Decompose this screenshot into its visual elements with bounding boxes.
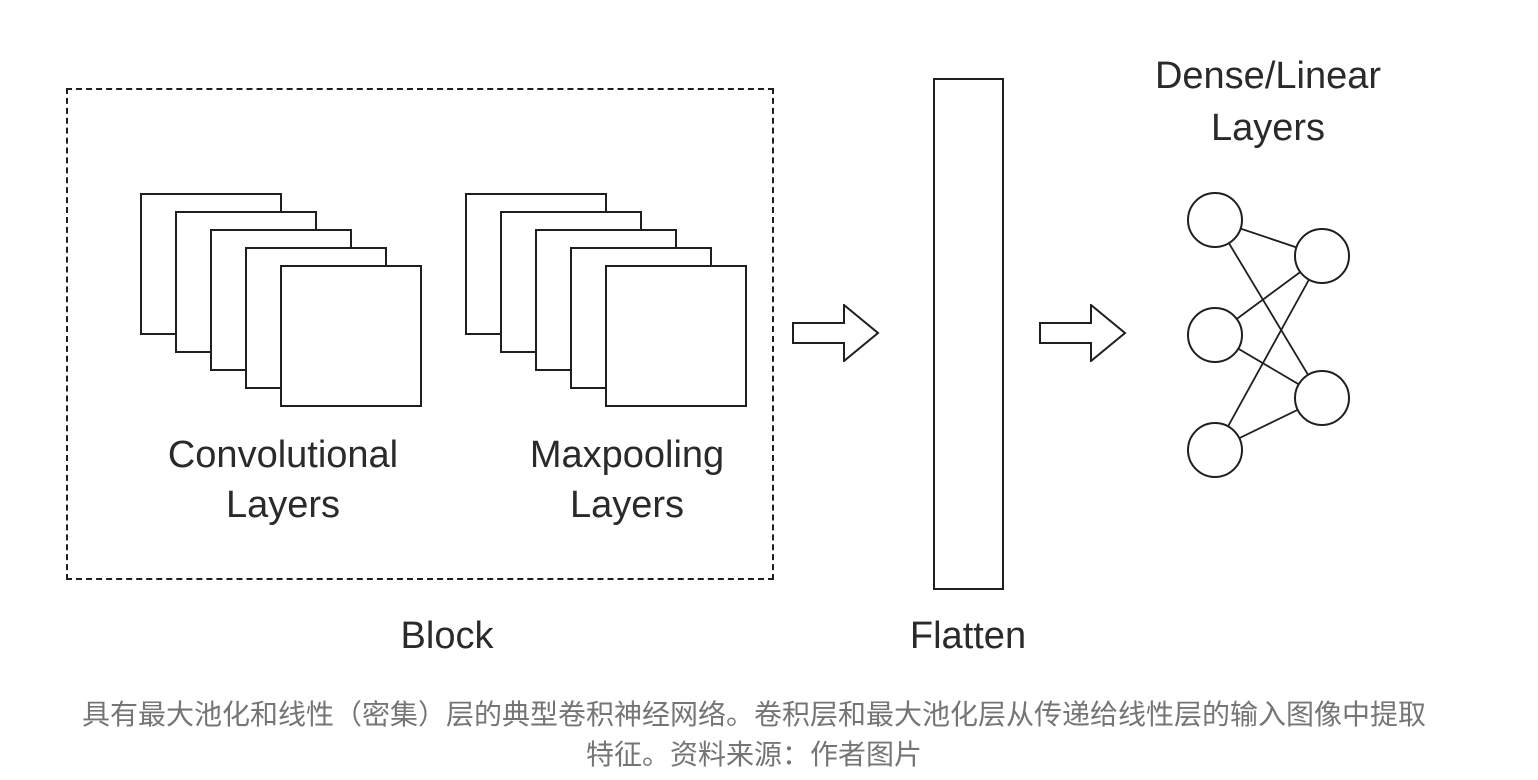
- caption-line2: 特征。资料来源：作者图片: [585, 739, 922, 770]
- conv-label-line1: Convolutional: [167, 434, 399, 476]
- flatten-label: Flatten: [909, 615, 1027, 657]
- maxpool-label-line2: Layers: [569, 484, 685, 526]
- right-arrow-icon: [1039, 304, 1127, 362]
- dense-label-line1: Dense/Linear: [1154, 55, 1382, 97]
- figure-caption: 具有最大池化和线性（密集）层的典型卷积神经网络。卷积层和最大池化层从传递给线性层…: [0, 695, 1508, 775]
- maxpool-layer-square: [605, 265, 747, 407]
- block-dashed-border: [66, 88, 774, 580]
- input-node: [1187, 307, 1243, 363]
- output-node: [1294, 228, 1350, 284]
- conv-layer-square: [280, 265, 422, 407]
- maxpooling-layers-stack: [465, 193, 890, 553]
- caption-line1: 具有最大池化和线性（密集）层的典型卷积神经网络。卷积层和最大池化层从传递给线性层…: [81, 699, 1426, 730]
- input-node: [1187, 422, 1243, 478]
- conv-label-line2: Layers: [225, 484, 341, 526]
- block-label: Block: [400, 615, 494, 657]
- flatten-bar: [933, 78, 1004, 590]
- convolutional-layers-stack: [140, 193, 565, 553]
- right-arrow-icon: [792, 304, 880, 362]
- output-node: [1294, 370, 1350, 426]
- input-node: [1187, 192, 1243, 248]
- dense-label-line2: Layers: [1210, 107, 1326, 149]
- maxpool-label-line1: Maxpooling: [529, 434, 725, 476]
- dense-network-graph: [1187, 192, 1350, 478]
